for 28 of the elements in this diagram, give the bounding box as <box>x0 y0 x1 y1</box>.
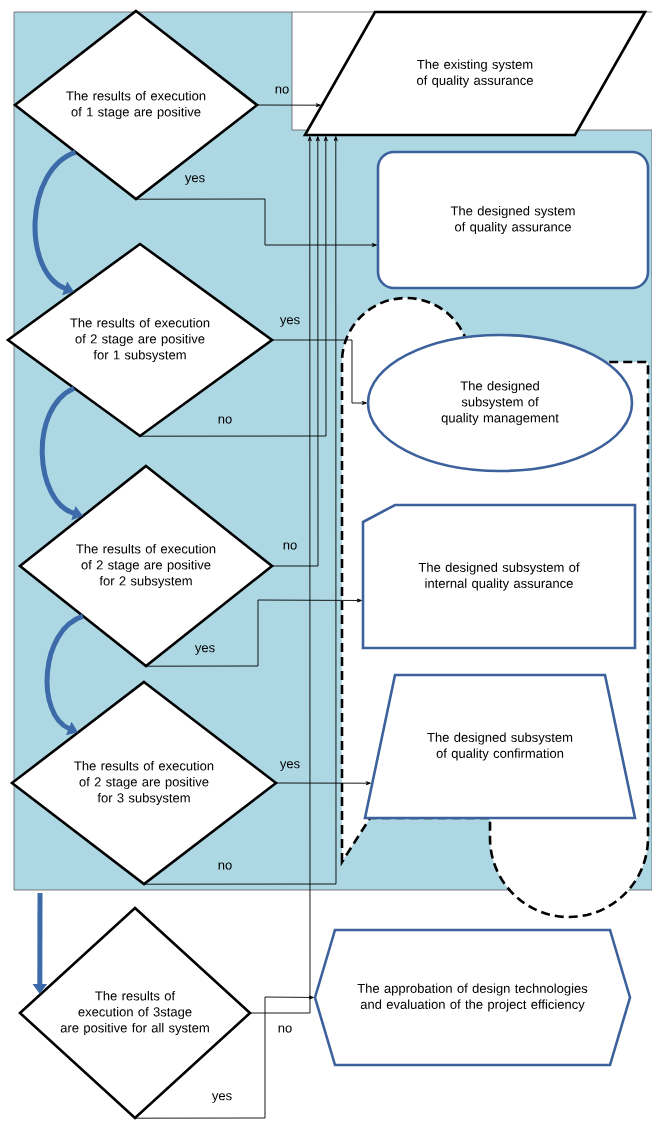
edge-label: no <box>276 1024 294 1034</box>
arrow <box>271 136 320 567</box>
process-box: The designed system of quality assurance <box>376 150 650 290</box>
edge-label: yes <box>210 1092 234 1104</box>
arrow <box>135 198 377 247</box>
edge-label: yes <box>278 316 302 328</box>
edge-label: no <box>216 415 234 425</box>
edge-label: yes <box>278 760 302 772</box>
edge-label: no <box>281 541 299 551</box>
ellipse-node: The designed subsystem of quality management <box>366 333 634 473</box>
edge-label: yes <box>183 174 207 186</box>
arrow <box>275 781 371 786</box>
hexagon-box: The approbation of design technologies and evaluation of the project efficiency <box>313 928 632 1067</box>
arrow <box>139 136 328 437</box>
edge-label: no <box>273 85 291 95</box>
node-label: The existing system of quality assurance <box>417 59 533 88</box>
process-box: The designed subsystem of internal quality assurance <box>361 503 637 650</box>
edge-label: yes <box>193 644 217 656</box>
arrow <box>134 995 314 1119</box>
trapezoid-box: The designed subsystem of quality confirmation <box>363 673 637 820</box>
arrow <box>249 136 312 1014</box>
node-label: The designed subsystem of quality confirmation <box>427 732 573 761</box>
edge-label: no <box>216 861 234 871</box>
arrow <box>145 598 362 667</box>
node-label: The designed subsystem of quality management <box>441 380 559 426</box>
arrow <box>143 136 338 885</box>
arrow <box>256 103 321 108</box>
arrow <box>271 339 367 405</box>
